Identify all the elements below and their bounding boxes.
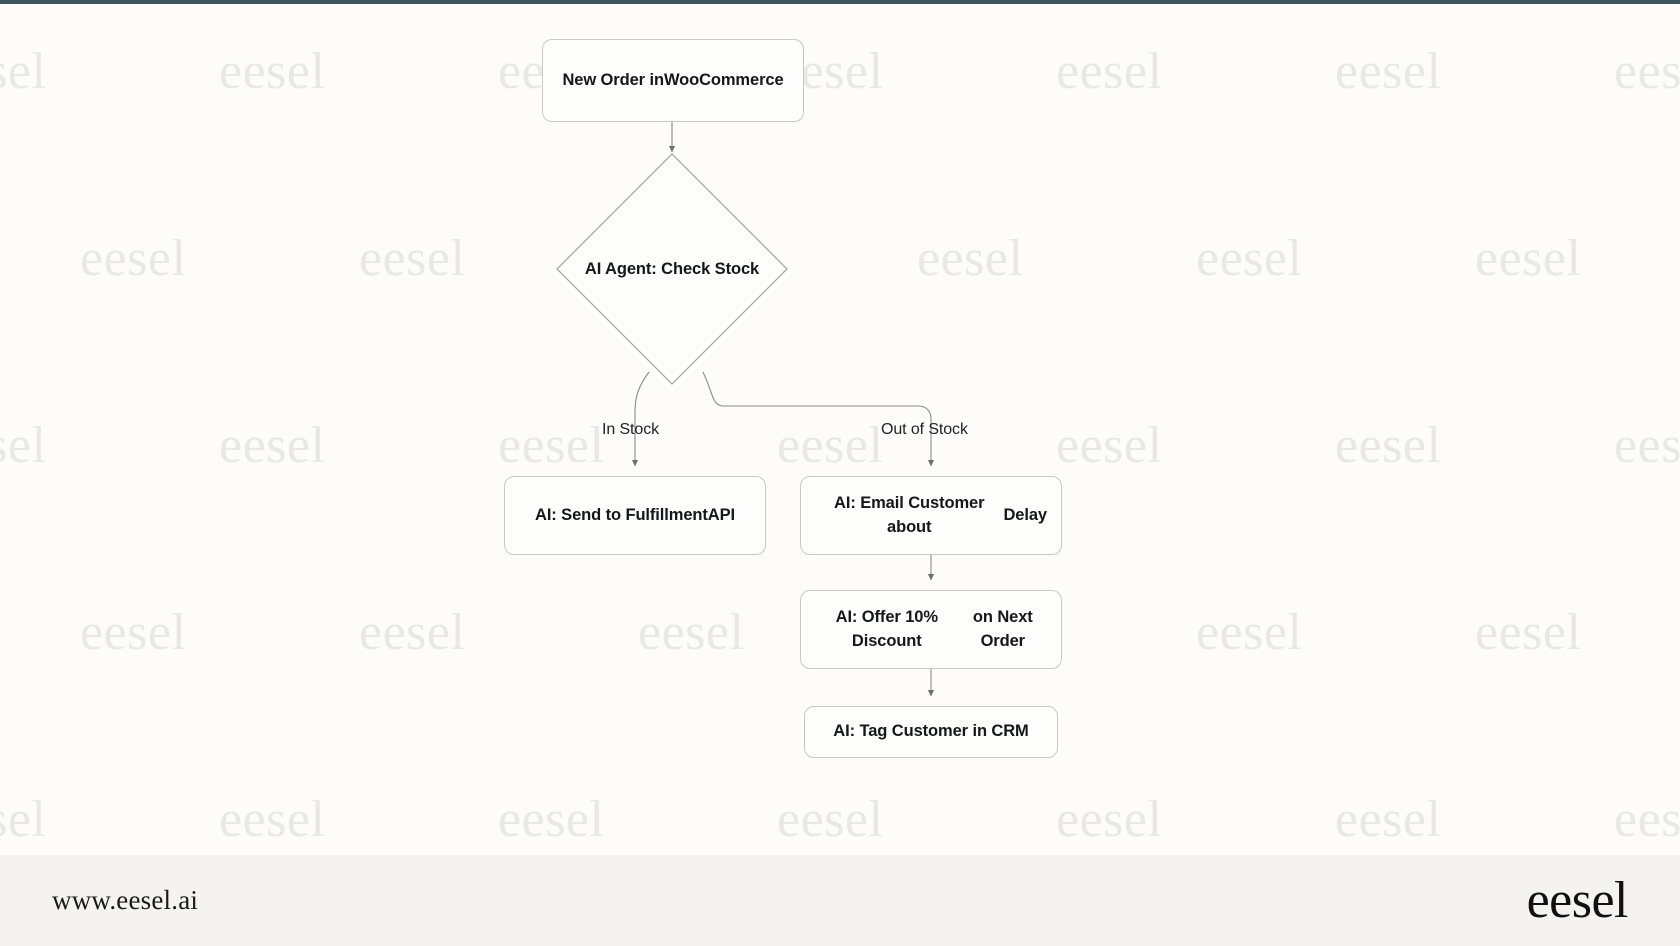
flowchart-canvas: New Order in WooCommerce AI Agent: Check… [504,39,1062,758]
node-label-line1: AI: Email Customer about [834,493,985,536]
node-label-line1: AI: Send to Fulfillment [535,505,708,524]
page-footer: www.eesel.ai eesel [0,855,1680,946]
node-send-to-fulfillment-api[interactable]: AI: Send to Fulfillment API [504,476,766,555]
node-label-line2: on Next Order [972,607,1033,650]
node-label-line1: AI: Offer 10% Discount [835,607,938,650]
edge-label-in-stock: In Stock [602,421,660,438]
footer-website-url[interactable]: www.eesel.ai [52,885,199,915]
node-tag-customer-in-crm[interactable]: AI: Tag Customer in CRM [804,706,1058,758]
node-label-line1: AI: Tag Customer in CRM [833,722,1029,741]
node-label-line1: New Order in [562,70,664,89]
node-label-check-stock: AI Agent: Check Stock [584,259,760,278]
node-new-order-woocommerce[interactable]: New Order in WooCommerce [542,39,804,122]
edge-decision-to-fulfillment [631,371,650,467]
diamond-shape [556,153,788,385]
node-ai-agent-check-stock[interactable]: AI Agent: Check Stock [556,153,788,385]
edge-decision-to-email [702,371,935,467]
node-offer-discount-next-order[interactable]: AI: Offer 10% Discount on Next Order [800,590,1062,669]
flowchart-edges [631,121,935,697]
node-label-line2: Delay [1003,505,1047,524]
eesel-logo: eesel [1526,871,1629,929]
edge-label-out-of-stock: Out of Stock [881,421,968,438]
node-label-line2: API [707,505,735,524]
node-email-customer-about-delay[interactable]: AI: Email Customer about Delay [800,476,1062,555]
top-accent-bar [0,0,1680,4]
node-label-line2: WooCommerce [663,70,784,89]
